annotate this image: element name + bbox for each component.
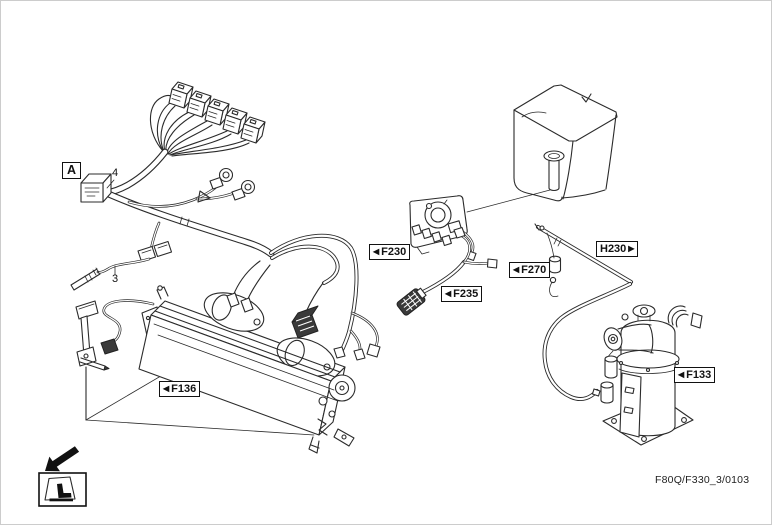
cover-housing xyxy=(466,84,618,213)
part-ref-f133[interactable]: ◀ F133 xyxy=(674,367,716,383)
part-ref-text: F133 xyxy=(686,369,712,381)
connector-a xyxy=(80,173,115,203)
item-number-4: 4 xyxy=(112,167,119,179)
inline-connectors xyxy=(137,221,173,263)
drawing-code: F80Q/F330_3/0103 xyxy=(655,474,750,486)
evaporator-unit-f136 xyxy=(138,285,356,454)
relay-connector-block xyxy=(168,81,266,144)
part-ref-f270[interactable]: ◀ F270 xyxy=(509,262,551,278)
seat-icon xyxy=(57,483,72,498)
mounting-bracket xyxy=(75,300,315,436)
temperature-sensor-3 xyxy=(70,257,155,355)
part-ref-f136[interactable]: ◀ F136 xyxy=(159,381,201,397)
direction-arrow-icon xyxy=(45,446,80,472)
temperature-sensor-h230 xyxy=(534,223,633,402)
seat-position-pictogram xyxy=(38,446,87,507)
part-ref-text: F136 xyxy=(171,383,197,395)
triangle-left-icon: ◀ xyxy=(678,370,685,379)
part-ref-text: F270 xyxy=(521,264,547,276)
grommet-f270 xyxy=(548,255,562,298)
item-number-3: 3 xyxy=(112,273,119,285)
ring-terminal-branch xyxy=(127,167,256,208)
triangle-right-icon: ▶ xyxy=(628,244,635,253)
cable-f235 xyxy=(396,226,498,316)
triangle-left-icon: ◀ xyxy=(163,384,170,393)
harness-branch-connectors xyxy=(226,260,381,361)
control-panel-f230 xyxy=(409,195,477,262)
main-harness-trunk xyxy=(104,152,359,354)
triangle-left-icon: ◀ xyxy=(373,247,380,256)
part-ref-h230[interactable]: H230 ▶ xyxy=(596,241,639,257)
part-ref-text: H230 xyxy=(600,243,627,255)
part-ref-text: F230 xyxy=(381,246,407,258)
part-ref-f235[interactable]: ◀ F235 xyxy=(441,286,483,302)
relay-harness-wires xyxy=(149,94,250,157)
section-marker-a: A xyxy=(62,162,82,179)
triangle-left-icon: ◀ xyxy=(513,265,520,274)
compressor-f133 xyxy=(591,304,703,446)
part-ref-f230[interactable]: ◀ F230 xyxy=(369,244,411,260)
part-ref-text: F235 xyxy=(453,288,479,300)
triangle-left-icon: ◀ xyxy=(445,289,452,298)
